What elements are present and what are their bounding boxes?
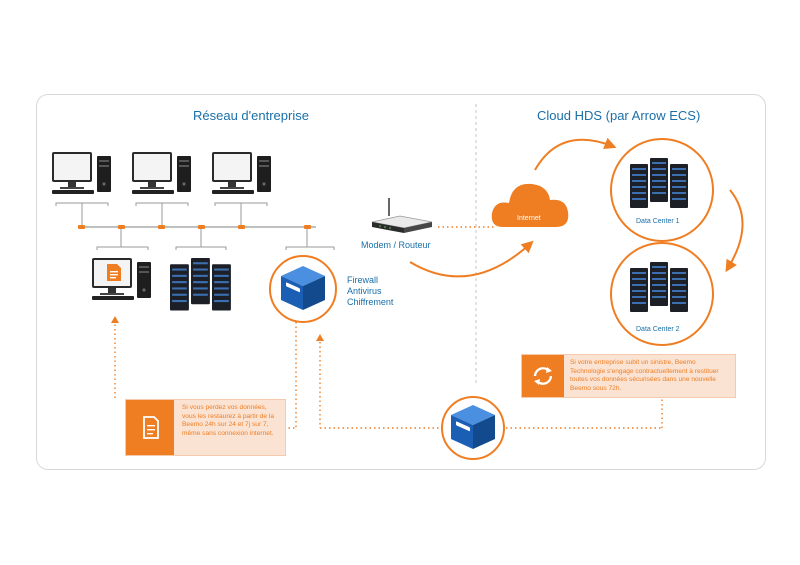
internet-label: Internet	[517, 215, 541, 222]
router-icon	[371, 198, 433, 233]
modem-label: Modem / Routeur	[361, 240, 431, 250]
computer-icon	[132, 152, 191, 194]
restore-flow	[114, 320, 663, 429]
computer-icon	[212, 152, 271, 194]
document-icon	[143, 416, 159, 439]
restore-notice-text: Si vous perdez vos données, vous les res…	[182, 404, 274, 437]
computer-icon	[92, 258, 151, 300]
lan-nodes	[78, 225, 311, 229]
server-rack-icon	[630, 262, 688, 312]
server-rack-icon	[630, 158, 688, 208]
arrow-router-to-cloud	[409, 240, 534, 278]
section-title-cloud: Cloud HDS (par Arrow ECS)	[537, 108, 701, 123]
datacenter-2-label: Data Center 2	[636, 326, 680, 333]
arrow-up-beemo	[316, 334, 324, 341]
cloud-icon	[491, 183, 569, 227]
restore-notice-icon-bg	[126, 400, 174, 455]
computer-icon	[52, 152, 111, 194]
service-encryption: Chiffrement	[347, 297, 394, 307]
server-rack-icon	[170, 258, 231, 311]
arrow-cloud-to-dc1	[534, 137, 617, 171]
disaster-notice-icon-bg	[522, 355, 564, 397]
service-list: Firewall Antivirus Chiffrement	[347, 275, 393, 308]
datacenter-1-label: Data Center 1	[636, 218, 680, 225]
section-title-enterprise: Réseau d'entreprise	[193, 108, 309, 123]
arrow-up-computer	[111, 316, 119, 323]
service-firewall: Firewall	[347, 275, 379, 285]
restore-notice: Si vous perdez vos données, vous les res…	[125, 399, 286, 456]
document-icon	[107, 264, 121, 281]
sync-icon	[533, 367, 553, 385]
disaster-notice-text: Si votre entreprise subit un sinistre, B…	[570, 359, 719, 392]
arrow-dc1-to-dc2	[725, 189, 744, 273]
service-antivirus: Antivirus	[347, 286, 382, 296]
disaster-notice: Si votre entreprise subit un sinistre, B…	[521, 354, 736, 398]
bus-brackets	[55, 202, 335, 250]
